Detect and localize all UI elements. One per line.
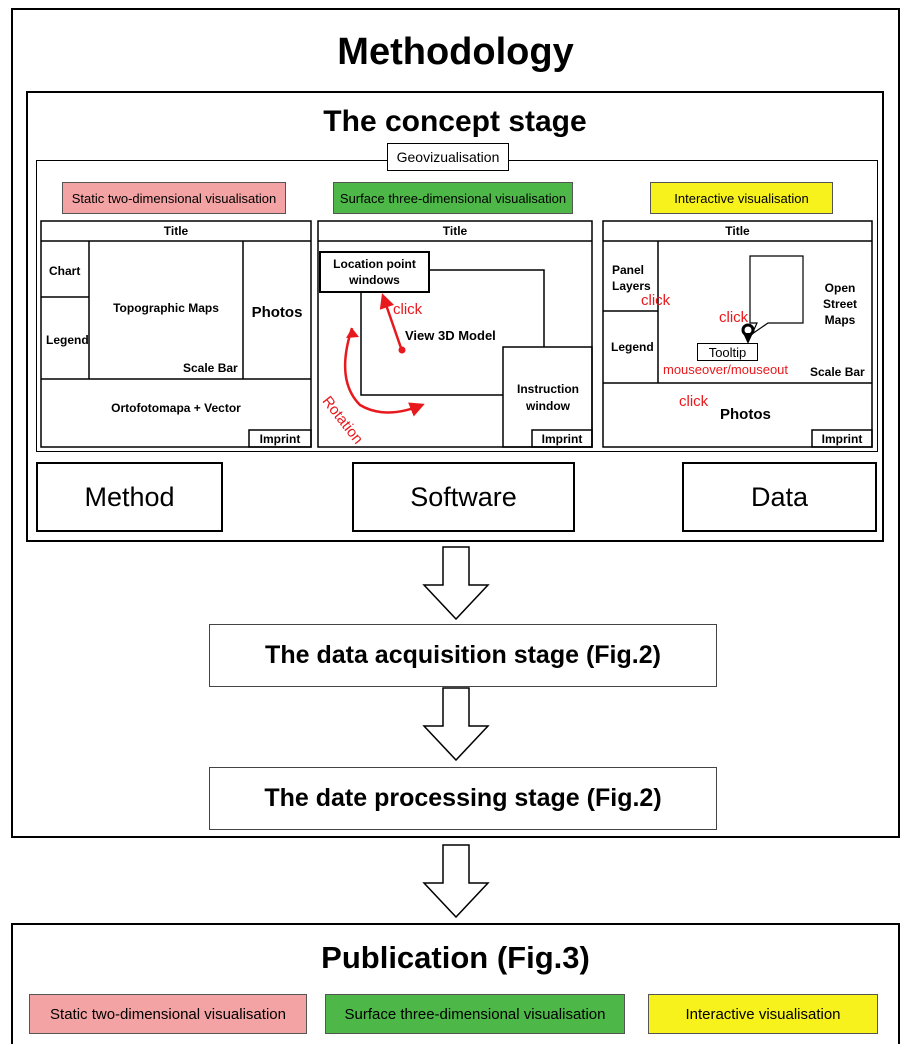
static-imprint-label: Imprint	[259, 431, 301, 446]
surface-panel-title: Title	[442, 224, 468, 238]
processing-stage-box: The date processing stage (Fig.2)	[209, 767, 717, 830]
arrow-down-icon	[422, 546, 490, 621]
methodology-frame	[11, 8, 900, 838]
surface-type-label: Surface three-dimensional visualisation	[333, 182, 573, 214]
data-box: Data	[682, 462, 877, 532]
interactive-scale-label: Scale Bar	[810, 365, 865, 379]
publication-static-label: Static two-dimensional visualisation	[29, 994, 307, 1034]
interactive-photos-label: Photos	[720, 406, 771, 423]
mouseover-label: mouseover/mouseout	[663, 362, 789, 377]
concept-stage-frame	[26, 91, 884, 542]
publication-frame	[11, 923, 900, 1044]
static-ortho-label: Ortofotomapa + Vector	[111, 401, 241, 415]
surface-imprint-label: Imprint	[541, 431, 583, 446]
osm-label: Open Street Maps	[822, 281, 857, 327]
interactive-panel-title: Title	[725, 224, 750, 238]
method-box: Method	[36, 462, 223, 532]
static-type-label: Static two-dimensional visualisation	[62, 182, 286, 214]
static-panel-title: Title	[163, 224, 189, 238]
interactive-legend-label: Legend	[611, 340, 654, 354]
concept-stage-title: The concept stage	[323, 105, 587, 138]
static-chart-label: Chart	[49, 264, 81, 278]
geovisualisation-label: Geovizualisation	[387, 143, 509, 171]
static-photos-label: Photos	[251, 303, 303, 321]
photos-click-label: click	[679, 393, 709, 410]
acquisition-stage-box: The data acquisition stage (Fig.2)	[209, 624, 717, 687]
interactive-type-label: Interactive visualisation	[650, 182, 833, 214]
software-box: Software	[352, 462, 575, 532]
arrow-down-icon	[422, 687, 490, 762]
publication-interactive-label: Interactive visualisation	[648, 994, 878, 1034]
panel-layers-label: Panel Layers	[612, 263, 651, 293]
arrow-down-icon	[422, 844, 490, 919]
instruction-window-label: Instruction window	[517, 382, 579, 413]
methodology-title: Methodology	[337, 30, 574, 73]
tooltip-label: Tooltip	[697, 343, 758, 361]
location-window-label: Location point windows	[333, 257, 416, 287]
popup-click-label: click	[719, 309, 749, 326]
surface-click-label: click	[393, 301, 423, 318]
view-3d-model-label: View 3D Model	[405, 328, 496, 343]
layers-click-label: click	[641, 292, 671, 309]
interactive-imprint-label: Imprint	[821, 431, 863, 446]
publication-title: Publication (Fig.3)	[321, 940, 590, 975]
publication-surface-label: Surface three-dimensional visualisation	[325, 994, 625, 1034]
static-maps-label: Topographic Maps	[113, 301, 219, 315]
static-legend-label: Legend	[46, 333, 89, 347]
static-scale-label: Scale Bar	[183, 361, 238, 375]
